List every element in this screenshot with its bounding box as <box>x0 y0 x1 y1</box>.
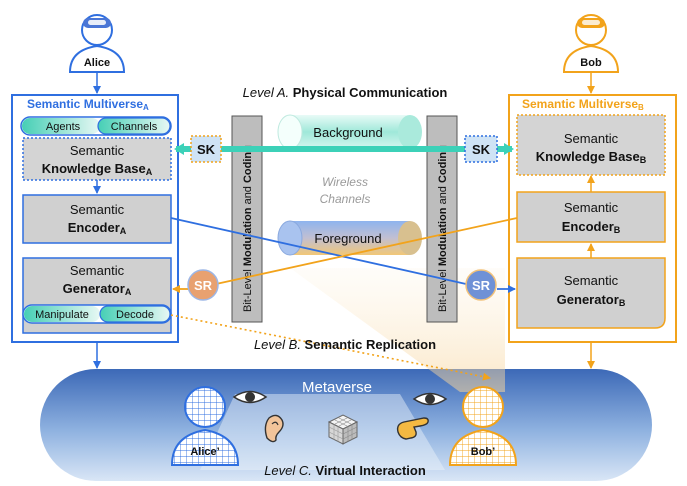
level-b-caption: Level B. Semantic Replication <box>254 337 436 352</box>
left-semantic-multiverse: Semantic MultiverseA Agents Channels Sem… <box>11 94 179 343</box>
ear-icon <box>264 414 284 443</box>
sk-badge-left: SK <box>190 135 222 163</box>
foreground-label: Foreground <box>314 231 381 246</box>
knowledge-base-b[interactable] <box>516 114 666 176</box>
encoder-a[interactable] <box>22 194 172 244</box>
link-encoder-b-to-generator-a <box>215 217 518 285</box>
right-semantic-multiverse: Semantic MultiverseB Semantic Knowledge … <box>508 94 677 343</box>
alice-label: Alice <box>84 57 110 69</box>
sk-badge-right: SK <box>464 135 498 163</box>
metaverse-label: Metaverse <box>302 379 372 396</box>
tab-agents-label: Agents <box>46 121 81 133</box>
replication-dotted-line <box>170 314 491 381</box>
kb-b-line2: Knowledge BaseB <box>536 149 647 165</box>
tab-channels[interactable] <box>97 117 171 135</box>
bob-label: Bob <box>580 57 602 69</box>
cube-icon <box>327 414 359 445</box>
enc-a-line1: Semantic <box>70 202 125 217</box>
sr-badge-left: SR <box>187 269 219 301</box>
enc-b-line2: EncoderB <box>562 219 621 235</box>
level-a-caption: Level A. Physical Communication <box>243 85 448 100</box>
gen-a-line1: Semantic <box>70 263 125 278</box>
gen-a-line2: GeneratorA <box>63 281 132 297</box>
sk-left-label: SK <box>197 142 216 157</box>
alice-user-icon: Alice <box>68 14 126 73</box>
eye-icon <box>232 390 268 404</box>
kb-a-line2: Knowledge BaseA <box>42 161 153 177</box>
tab-manipulate[interactable] <box>24 306 100 322</box>
background-channel: Background <box>277 114 422 150</box>
alice-avatar: Alice’ <box>170 386 240 466</box>
tab-decode[interactable] <box>99 305 171 323</box>
sr-right-label: SR <box>472 278 491 293</box>
bob-avatar: Bob’ <box>448 386 518 466</box>
enc-b-line1: Semantic <box>564 200 619 215</box>
tab-decode-label: Decode <box>116 309 154 321</box>
tab-manipulate-label: Manipulate <box>35 309 89 321</box>
wireless-label-line2: Channels <box>320 192 371 206</box>
tab-agents[interactable] <box>22 118 100 134</box>
kb-b-line1: Semantic <box>564 131 619 146</box>
gen-b-line2: GeneratorB <box>557 292 626 308</box>
background-label: Background <box>313 125 382 140</box>
generator-b[interactable] <box>516 257 666 329</box>
sr-left-label: SR <box>194 278 213 293</box>
modulation-label-right: Bit-Level Modulation and Coding <box>437 145 449 312</box>
right-panel-title: Semantic MultiverseB <box>522 97 644 112</box>
bob-avatar-label: Bob’ <box>471 446 495 458</box>
link-encoder-a-to-generator-b <box>170 217 467 285</box>
left-panel-title: Semantic MultiverseA <box>27 97 149 112</box>
knowledge-base-a[interactable] <box>22 137 172 181</box>
pointing-hand-icon <box>396 417 429 440</box>
tab-channels-label: Channels <box>111 121 158 133</box>
wireless-label-line1: Wireless <box>322 175 368 189</box>
bob-user-icon: Bob <box>562 14 620 73</box>
modulation-label-left: Bit-Level Modulation and Coding <box>242 145 254 312</box>
enc-a-line2: EncoderA <box>68 220 127 236</box>
level-c-caption: Level C. Virtual Interaction <box>264 463 426 478</box>
foreground-channel: Foreground <box>277 220 422 256</box>
sk-right-label: SK <box>472 142 491 157</box>
alice-avatar-label: Alice’ <box>190 446 219 458</box>
eye-icon <box>412 392 448 406</box>
sr-badge-right: SR <box>465 269 497 301</box>
gen-b-line1: Semantic <box>564 273 619 288</box>
kb-a-line1: Semantic <box>70 143 125 158</box>
